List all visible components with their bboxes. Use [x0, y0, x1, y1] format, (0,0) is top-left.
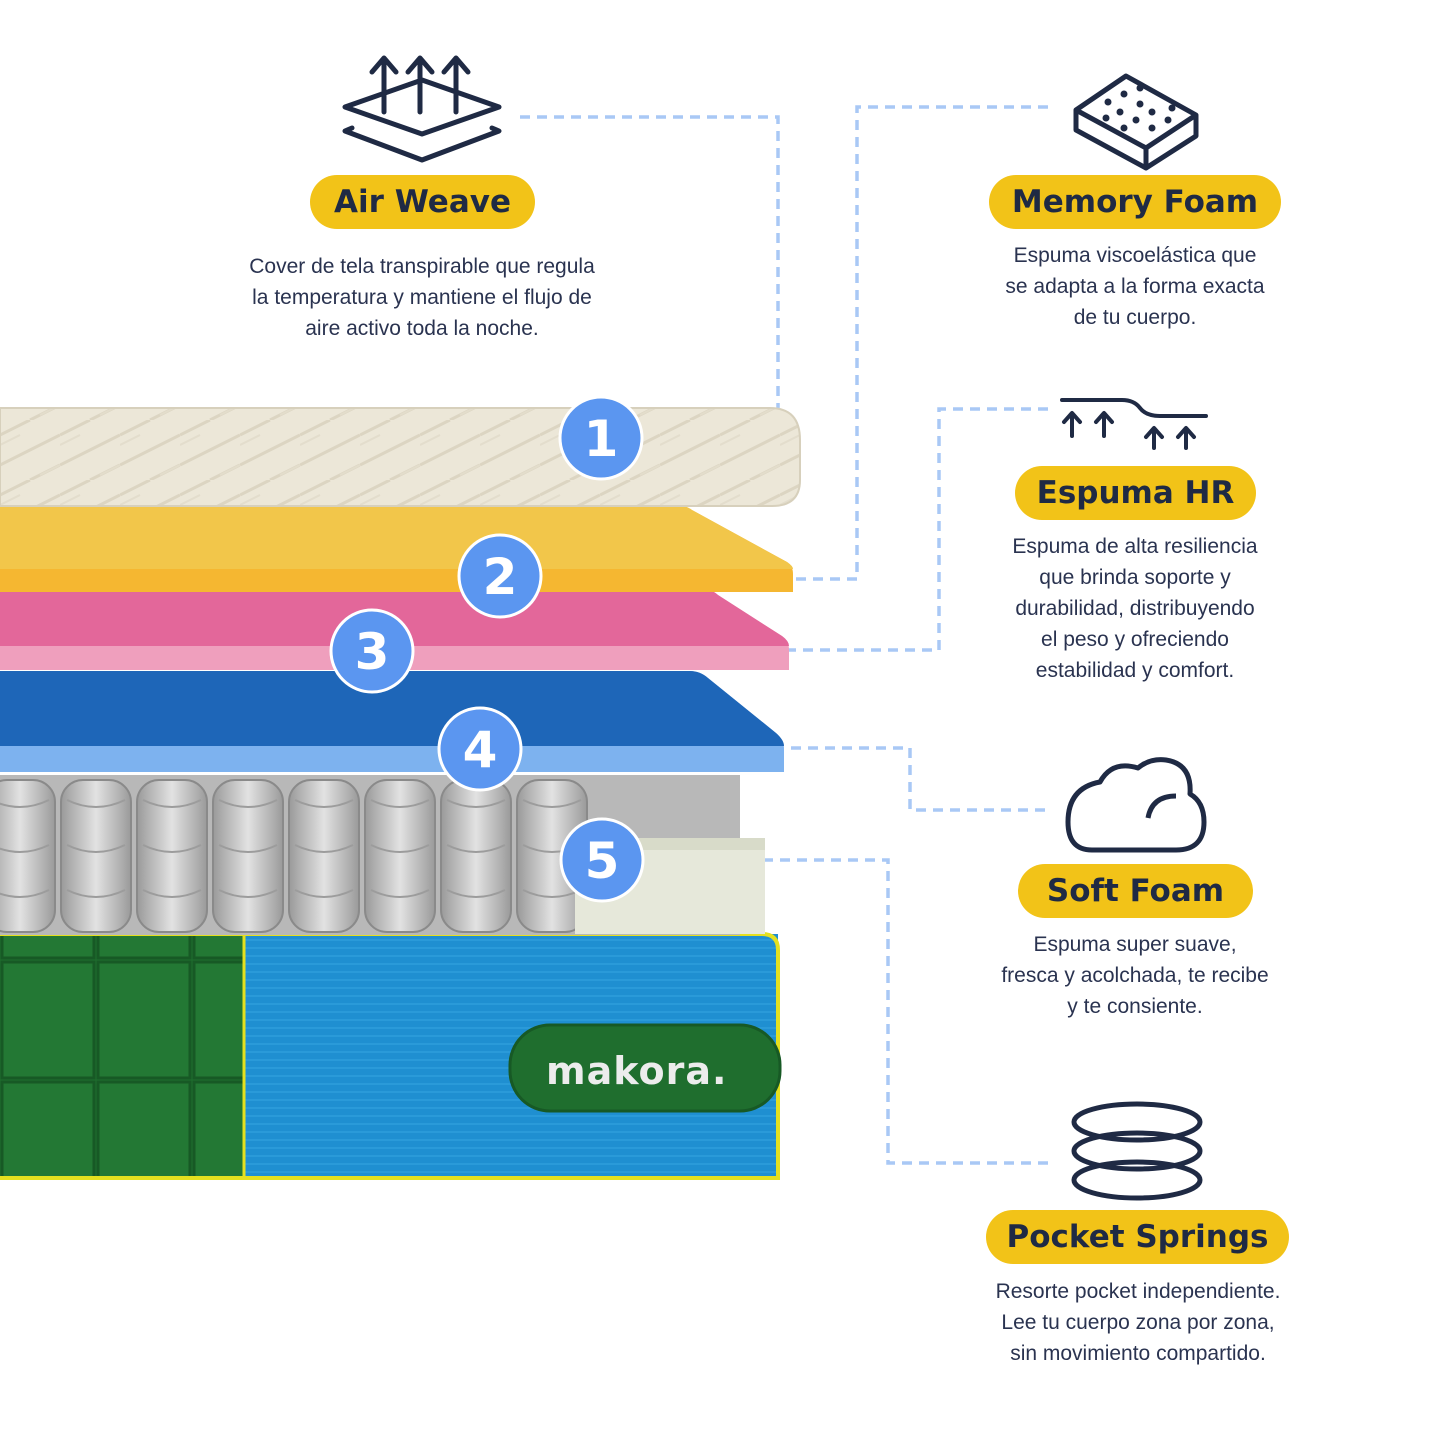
pocket-spring-seam — [66, 844, 126, 853]
brand-label-patch — [508, 1023, 782, 1113]
pocket-spring-seam — [370, 844, 430, 853]
badge-3: 3 — [329, 608, 415, 694]
pocket-spring-seam — [522, 799, 582, 808]
cloud-icon — [1065, 757, 1207, 853]
title-espuma-hr: Espuma HR — [1015, 466, 1256, 520]
pressure-support-arrows-icon — [1060, 398, 1208, 450]
pocket-spring-coil — [0, 779, 56, 933]
desc-pocket-springs: Resorte pocket independiente. Lee tu cue… — [995, 1280, 1281, 1365]
pocket-spring-seam — [0, 799, 50, 808]
number-badges: 1 2 3 4 5 — [329, 395, 645, 903]
title-memory-foam: Memory Foam — [989, 175, 1281, 229]
badge-4: 4 — [437, 706, 523, 792]
pocket-spring-seam — [218, 799, 278, 808]
title-pocket-springs: Pocket Springs — [986, 1210, 1289, 1264]
pocket-spring-seam — [218, 844, 278, 853]
badge-2: 2 — [457, 533, 543, 619]
pocket-spring-seam — [446, 889, 506, 898]
pocket-spring-seam — [370, 799, 430, 808]
air-weave-cover-layer — [0, 407, 801, 507]
pocket-spring-seam — [294, 799, 354, 808]
svg-text:3: 3 — [355, 623, 390, 681]
svg-text:5: 5 — [585, 832, 620, 890]
pocket-spring-seam — [446, 799, 506, 808]
pocket-spring-seam — [142, 889, 202, 898]
svg-text:4: 4 — [463, 721, 498, 779]
mattress-base — [0, 932, 782, 1180]
coil-spring-icon — [1071, 1101, 1203, 1201]
desc-air-weave: Cover de tela transpirable que regula la… — [249, 255, 595, 340]
title-soft-foam: Soft Foam — [1018, 864, 1253, 918]
brand-logo: makora. — [546, 1049, 728, 1093]
pocket-spring-seam — [66, 889, 126, 898]
memory-foam-layer — [0, 505, 793, 592]
pocket-spring-seam — [0, 889, 50, 898]
pocket-spring-seam — [218, 889, 278, 898]
desc-soft-foam: Espuma super suave, fresca y acolchada, … — [1001, 933, 1269, 1018]
svg-text:2: 2 — [483, 548, 518, 606]
badge-5: 5 — [559, 817, 645, 903]
pocket-spring-seam — [0, 844, 50, 853]
pocket-spring-seam — [142, 844, 202, 853]
pocket-spring-seam — [446, 844, 506, 853]
pocket-spring-seam — [370, 889, 430, 898]
desc-espuma-hr: Espuma de alta resiliencia que brinda so… — [1012, 535, 1258, 682]
desc-memory-foam: Espuma viscoelástica que se adapta a la … — [1005, 244, 1265, 329]
soft-foam-layer — [0, 671, 784, 772]
pocket-springs-layer — [0, 775, 765, 935]
pocket-spring-seam — [294, 844, 354, 853]
layers-arrows-up-icon — [342, 55, 502, 163]
pocket-spring-seam — [66, 799, 126, 808]
badge-1: 1 — [558, 395, 644, 481]
title-air-weave: Air Weave — [310, 175, 535, 229]
svg-text:1: 1 — [584, 410, 619, 468]
perforated-foam-block-icon — [1073, 73, 1199, 171]
pocket-spring-seam — [142, 799, 202, 808]
pocket-spring-seam — [294, 889, 354, 898]
